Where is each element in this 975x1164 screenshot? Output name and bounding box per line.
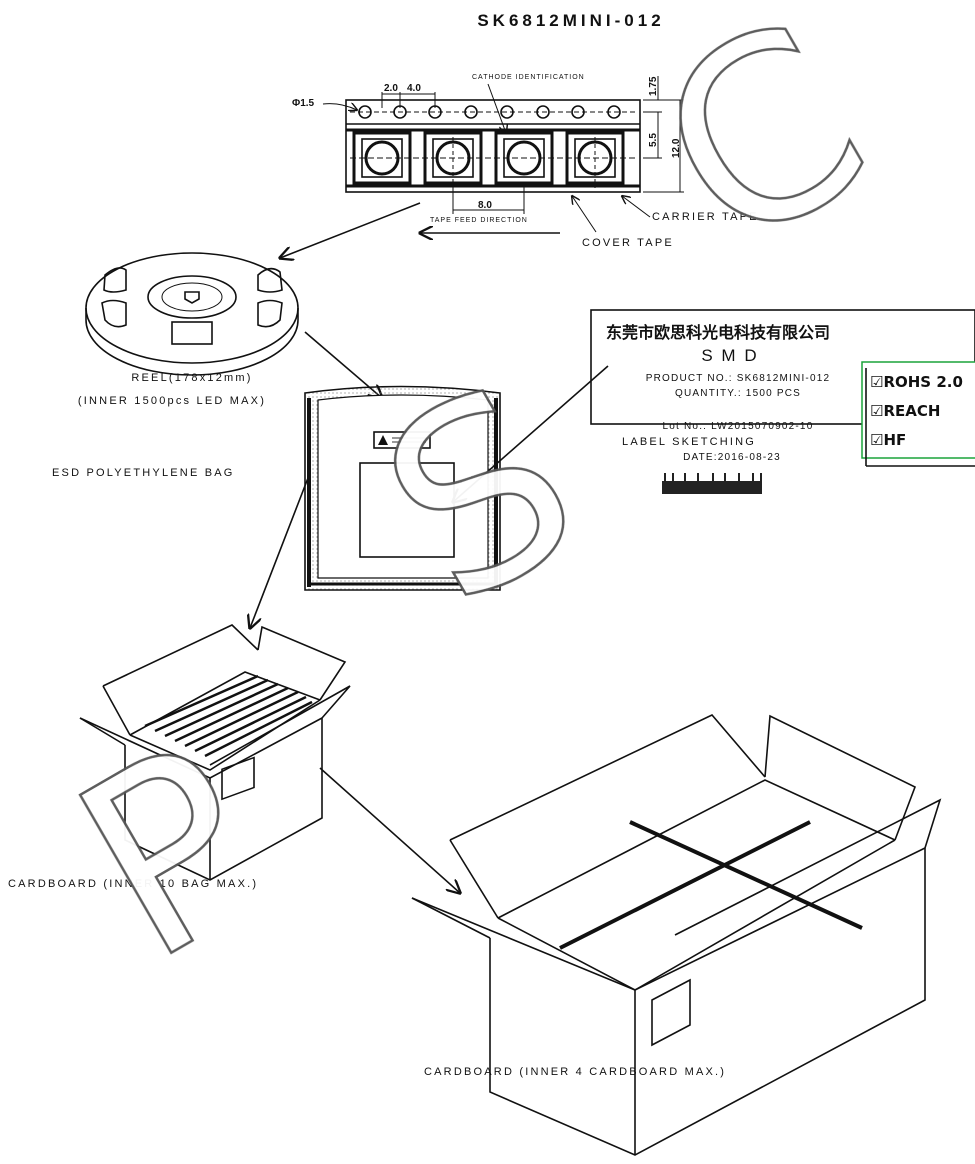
small-carton-label: CARDBOARD (INNER 10 BAG MAX.) [8, 878, 258, 890]
label-product-no: PRODUCT NO.: SK6812MINI-012 [646, 373, 831, 384]
label-sketching-caption: LABEL SKETCHING [622, 436, 756, 448]
esd-bag-drawing [304, 385, 501, 591]
tape-feed-direction-label: TAPE FEED DIRECTION [430, 217, 528, 224]
reel-label-line2: (INNER 1500pcs LED MAX) [78, 395, 266, 407]
tape-pockets [350, 130, 636, 188]
reel-label-line1: REEL(178x12mm) [131, 372, 252, 384]
carrier-tape-drawing: Φ1.5 2.0 4.0 8.0 1.75 5.5 12.0 CATHODE I… [292, 74, 759, 249]
label-card: 东莞市欧思科光电科技有限公司 S M D PRODUCT NO.: SK6812… [590, 309, 975, 494]
carrier-tape-label: CARRIER TAPE [652, 211, 759, 223]
label-quantity: QUANTITY.: 1500 PCS [675, 388, 801, 399]
watermark-letter-p: P [34, 689, 310, 1016]
label-lot-no: Lot No.: LW2015070902-10 [663, 421, 814, 432]
sprocket-holes [350, 105, 636, 119]
large-carton-drawing [411, 714, 942, 1156]
compliance-rohs: ☑ROHS 2.0 [870, 373, 963, 391]
compliance-box: ☑ROHS 2.0 ☑REACH ☑HF [861, 361, 975, 467]
watermark-letter-c: C [614, 0, 911, 306]
dim-hole-diameter: Φ1.5 [292, 98, 315, 109]
dim-edge: 1.75 [648, 76, 659, 96]
compliance-hf: ☑HF [870, 431, 906, 449]
label-type: S M D [701, 346, 758, 365]
reel-drawing [85, 252, 299, 376]
compliance-reach: ☑REACH [870, 402, 940, 420]
small-carton-drawing [79, 624, 351, 881]
dim-width: 12.0 [671, 138, 682, 158]
dim-pocket-pitch: 8.0 [478, 200, 492, 211]
dim-center: 5.5 [648, 133, 659, 147]
dim-pitch-4: 4.0 [407, 83, 421, 94]
label-company-name: 东莞市欧思科光电科技有限公司 [606, 323, 830, 342]
dim-pitch-2: 2.0 [384, 83, 398, 94]
diagram-title: SK6812MINI-012 [477, 11, 664, 30]
esd-bag-label: ESD POLYETHYLENE BAG [52, 467, 235, 479]
cover-tape-label: COVER TAPE [582, 237, 674, 249]
label-date: DATE:2016-08-23 [683, 452, 781, 463]
cathode-identification-label: CATHODE IDENTIFICATION [472, 74, 585, 81]
label-barcode [662, 473, 762, 494]
large-carton-label: CARDBOARD (INNER 4 CARDBOARD MAX.) [424, 1066, 726, 1078]
